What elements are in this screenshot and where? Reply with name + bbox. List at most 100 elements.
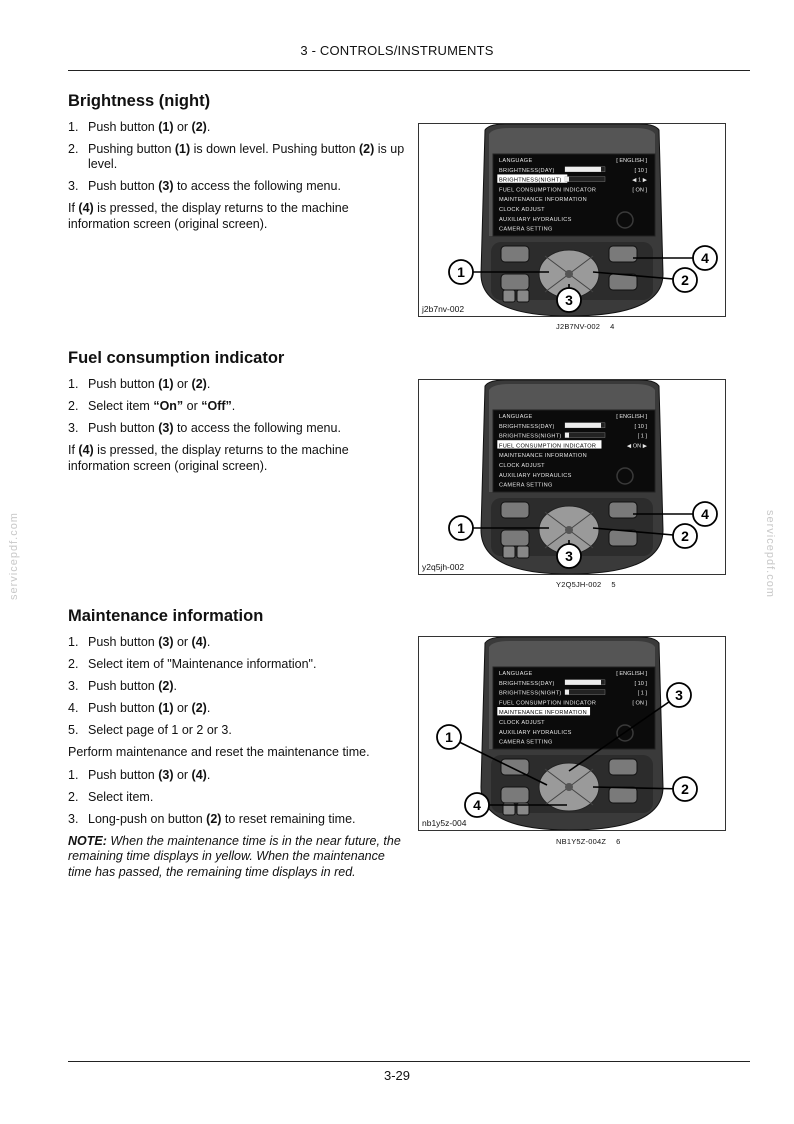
step-item: 2.Select item. bbox=[68, 790, 408, 805]
step-list: 1.Push button (1) or (2).2.Pushing butto… bbox=[68, 120, 408, 194]
bold-text: (3) bbox=[158, 635, 174, 649]
menu-item-value: [ ON ] bbox=[632, 187, 647, 193]
menu-item-value: ◀ 1 ▶ bbox=[632, 178, 648, 184]
text-run: Push button bbox=[88, 377, 159, 391]
text-run: . bbox=[206, 767, 211, 782]
screen-graphic bbox=[616, 211, 634, 229]
header-rule bbox=[68, 70, 750, 71]
callout-circle bbox=[672, 776, 698, 802]
section-brightness: Brightness (night) 1.Push button (1) or … bbox=[68, 92, 408, 239]
menu-item-label: CLOCK ADJUST bbox=[499, 207, 545, 213]
step-number: 3. bbox=[68, 179, 79, 193]
text-run: Push button bbox=[88, 679, 159, 693]
screen-graphic bbox=[616, 724, 634, 742]
bold-text: (4) bbox=[191, 767, 207, 782]
menu-item-label: AUXILIARY HYDRAULICS bbox=[499, 473, 572, 479]
step-number: 3. bbox=[68, 679, 79, 693]
figure-number: 5 bbox=[611, 580, 616, 589]
menu-item-value: [ 10 ] bbox=[635, 424, 648, 430]
text-run: If bbox=[68, 201, 79, 215]
step-number: 1. bbox=[68, 635, 79, 649]
step-item: 2. Select item of "Maintenance informatio… bbox=[68, 657, 408, 672]
text-run: . bbox=[206, 377, 211, 391]
level-bar-fill bbox=[565, 176, 569, 182]
menu-item-label: BRIGHTNESS(NIGHT) bbox=[499, 178, 562, 184]
small-button bbox=[502, 545, 516, 559]
callout-2: 2 bbox=[672, 776, 698, 802]
callout-label: 2 bbox=[681, 528, 689, 544]
text-run: . bbox=[173, 679, 177, 693]
small-button bbox=[502, 289, 516, 303]
level-bar-fill bbox=[565, 422, 601, 428]
step-number: 1. bbox=[68, 377, 79, 391]
monitor-illustration: LANGUAGE[ ENGLISH ]BRIGHTNESS(DAY)[ 10 ]… bbox=[448, 124, 718, 316]
menu-item-label: MAINTENANCE INFORMATION bbox=[499, 197, 587, 203]
menu-item-label: FUEL CONSUMPTION INDICATOR bbox=[499, 187, 596, 193]
callout-circle bbox=[448, 515, 474, 541]
bold-text: NOTE: bbox=[68, 833, 107, 848]
menu-item-value: ◀ ON ▶ bbox=[627, 443, 648, 449]
side-button bbox=[608, 273, 638, 291]
callout-leader bbox=[568, 694, 680, 772]
text-run: or bbox=[173, 377, 192, 391]
text-run: If bbox=[68, 443, 79, 457]
callout-label: 2 bbox=[681, 272, 689, 288]
step-item: 1.Push button (3) or (4). bbox=[68, 635, 408, 650]
text-run: Pushing button bbox=[88, 142, 175, 156]
callout-circle bbox=[556, 287, 582, 313]
side-button bbox=[500, 529, 530, 547]
step-number: 1. bbox=[68, 767, 79, 782]
small-button bbox=[516, 545, 530, 559]
small-button bbox=[516, 802, 530, 816]
side-button bbox=[500, 501, 530, 519]
text-run: . bbox=[206, 120, 211, 134]
menu-item-value: [ 10 ] bbox=[635, 681, 648, 687]
step-number: 2. bbox=[68, 657, 79, 671]
text-run: Long-push on button bbox=[88, 811, 207, 826]
caption-code: J2B7NV-002 bbox=[556, 322, 601, 331]
bold-text: (4) bbox=[191, 635, 207, 649]
monitor-illustration: LANGUAGE[ ENGLISH ]BRIGHTNESS(DAY)[ 10 ]… bbox=[448, 380, 718, 574]
bold-text: (3) bbox=[158, 421, 174, 435]
text-run: or bbox=[173, 701, 192, 715]
bold-text: (2) bbox=[158, 679, 174, 693]
text-run: or bbox=[183, 399, 202, 413]
menu-item-label: LANGUAGE bbox=[499, 158, 533, 164]
level-bar-fill bbox=[565, 166, 601, 172]
bold-text: (3) bbox=[158, 179, 174, 193]
step-item: 2.Select item “On” or “Off”. bbox=[68, 399, 408, 414]
text-run: is down level. Pushing button bbox=[190, 142, 360, 156]
level-bar-track bbox=[564, 689, 606, 695]
menu-item-label: BRIGHTNESS(DAY) bbox=[499, 681, 555, 687]
watermark-left: servicepdf.com bbox=[8, 512, 20, 600]
level-bar-track bbox=[564, 176, 606, 182]
step-list: 1.Push button (1) or (2).2.Select item “… bbox=[68, 377, 408, 436]
step-number: 5. bbox=[68, 723, 79, 737]
callout-label: 3 bbox=[565, 292, 573, 308]
bold-text: (3) bbox=[158, 767, 174, 782]
bold-text: (2) bbox=[191, 701, 207, 715]
page-header: 3 - CONTROLS/INSTRUMENTS bbox=[300, 43, 494, 58]
callout-circle bbox=[692, 501, 718, 527]
step-item: 1.Push button (3) or (4). bbox=[68, 768, 408, 783]
menu-item-label: LANGUAGE bbox=[499, 414, 533, 420]
text-run: . bbox=[206, 635, 211, 649]
callout-circle bbox=[464, 792, 490, 818]
callout-circle bbox=[692, 245, 718, 271]
step-item: 3.Push button (3) to access the followin… bbox=[68, 179, 408, 194]
figure-code: j2b7nv-002 bbox=[422, 304, 465, 314]
callout-label: 4 bbox=[701, 506, 709, 522]
text-run: or bbox=[173, 767, 192, 782]
menu-item-label: BRIGHTNESS(DAY) bbox=[499, 168, 555, 174]
text-run: Select item of "Maintenance information"… bbox=[88, 657, 317, 671]
side-button bbox=[500, 786, 530, 804]
menu-item-value: [ ON ] bbox=[632, 700, 647, 706]
step-number: 2. bbox=[68, 142, 79, 156]
figure-code: y2q5jh-002 bbox=[422, 562, 465, 572]
callout-label: 1 bbox=[457, 264, 465, 280]
menu-item-value: [ 1 ] bbox=[638, 434, 648, 440]
page-number: 3-29 bbox=[383, 1068, 411, 1083]
